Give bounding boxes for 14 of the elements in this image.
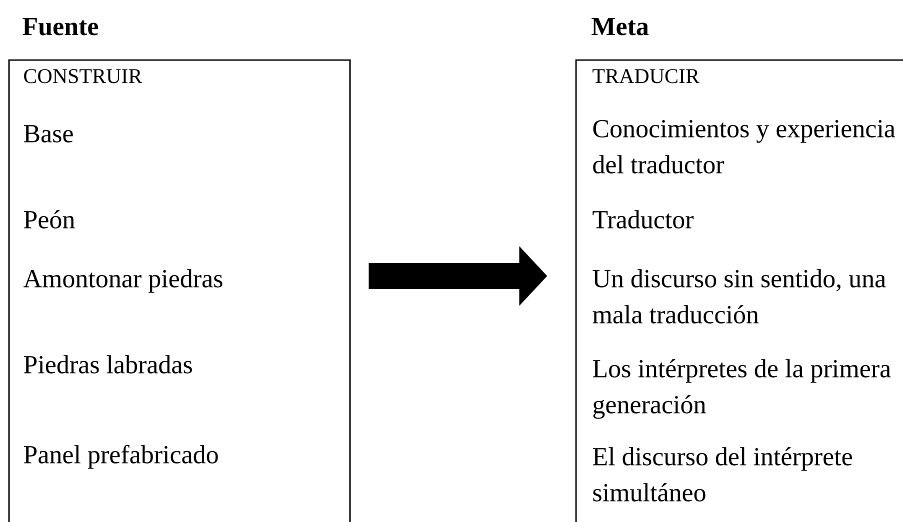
list-item: Base (24, 125, 73, 142)
list-item: Panel prefabricado (24, 444, 218, 469)
list-item: Peón (24, 210, 75, 228)
list-item: Conocimientos y experiencia del traductor (593, 120, 896, 174)
list-item: El discurso del intérprete simultáneo (592, 447, 852, 502)
list-item: Amontonar piedras (23, 269, 222, 293)
list-item: Un discurso sin sentido, una mala traducción (592, 269, 886, 324)
column-heading: Fuente (22, 18, 98, 36)
column-heading: Meta (592, 18, 649, 36)
list-item: Los intérpretes de la primera generación (592, 359, 891, 419)
box-title: TRADUCIR (592, 69, 700, 84)
box-title: CONSTRUIR (24, 69, 142, 84)
list-item: Traductor (592, 210, 694, 228)
list-item: Piedras labradas (24, 355, 192, 374)
